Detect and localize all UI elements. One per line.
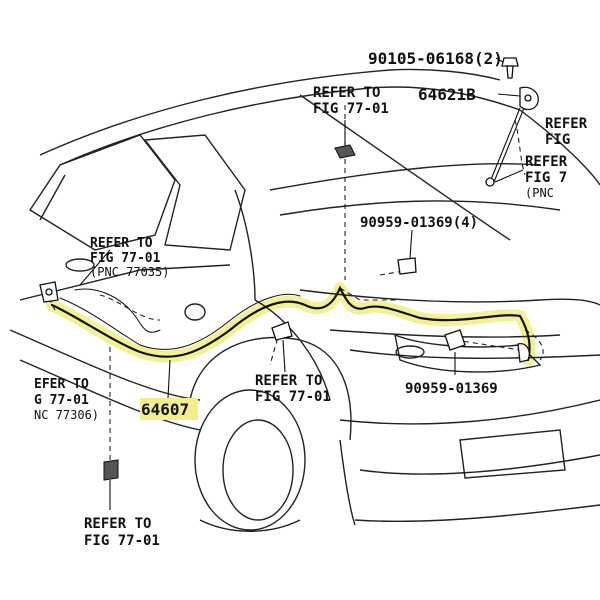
refer-far-left-line1: EFER TO <box>34 377 89 392</box>
hidden-lines <box>44 105 544 460</box>
refer-left-line1: REFER TO <box>90 236 153 251</box>
stay-bracket-part <box>485 86 539 187</box>
refer-left-pnc: (PNC 77035) <box>90 265 169 279</box>
refer-top-line1: REFER TO <box>313 85 380 101</box>
clip-lower <box>444 329 466 351</box>
fuel-lid-opener <box>39 281 59 303</box>
clip-mid <box>271 321 293 341</box>
refer-top-line2: FIG 77-01 <box>313 101 389 117</box>
refer-far-left-line2: G 77-01 <box>34 393 89 408</box>
refer-mid-line1: REFER TO <box>255 373 322 389</box>
clip-top <box>334 144 356 159</box>
bolt-part-label: 90105-06168(2) <box>368 49 503 68</box>
cable-part-highlight <box>140 398 198 420</box>
leader-lines <box>79 57 524 510</box>
refer-bottom-line2: FIG 77-01 <box>84 533 160 549</box>
refer-right-b-line1: REFER <box>525 154 568 170</box>
refer-left-line2: FIG 77-01 <box>90 251 161 266</box>
bolt-part <box>501 57 519 79</box>
clip-part-label: 90959-01369 <box>405 381 498 397</box>
stay-part-label: 64621B <box>418 85 476 104</box>
clip-upper <box>397 257 417 275</box>
refer-right-b-line2: FIG 7 <box>525 170 567 186</box>
lever-cable <box>74 288 161 333</box>
release-cable-inner <box>59 293 301 350</box>
refer-right-a-line1: REFER <box>545 116 588 132</box>
refer-mid-line2: FIG 77-01 <box>255 389 331 405</box>
refer-far-left-pnc: NC 77306) <box>34 408 99 422</box>
refer-right-a-line2: FIG <box>545 132 570 148</box>
refer-right-b-line3: (PNC <box>525 186 554 200</box>
cable-highlight <box>46 282 536 366</box>
car-body <box>9 68 600 532</box>
release-cable <box>50 285 531 362</box>
refer-bottom-line1: REFER TO <box>84 516 151 532</box>
clip-part-4-label: 90959-01369(4) <box>360 215 478 231</box>
latch-bottom <box>103 459 119 481</box>
cable-part-label: 64607 <box>141 400 189 419</box>
trunk-latch <box>517 343 530 363</box>
